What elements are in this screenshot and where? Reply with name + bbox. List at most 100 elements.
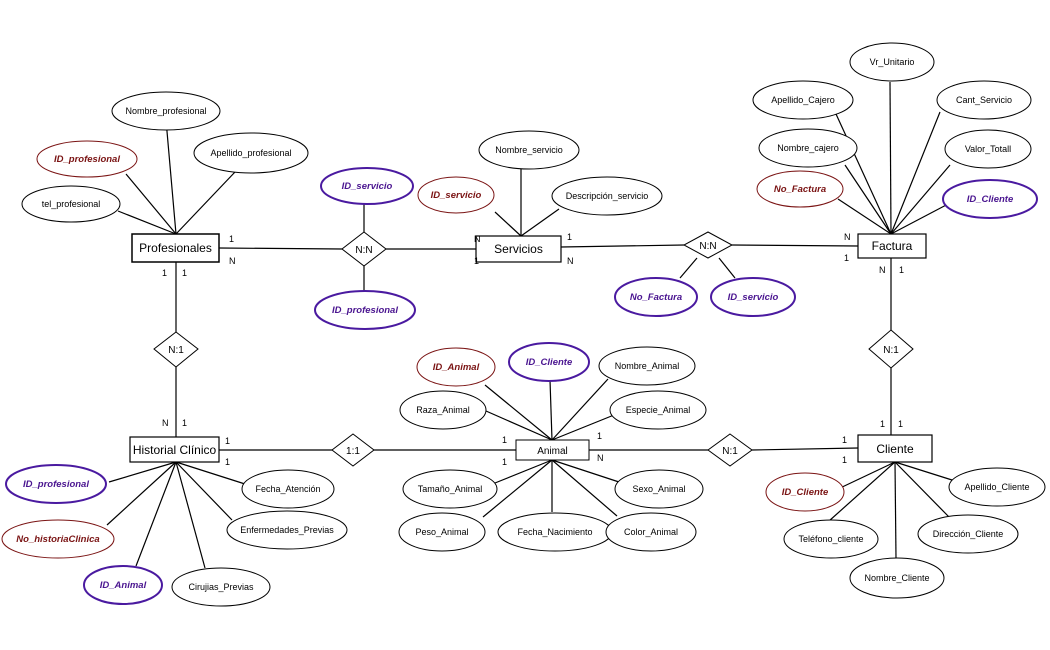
relationship-label: N:1: [168, 345, 184, 356]
attribute-label: Dirección_Cliente: [933, 529, 1004, 539]
attribute-animal-id-pk: ID_Animal: [416, 347, 496, 387]
attribute-tel-profesional: tel_profesional: [21, 185, 121, 223]
attribute-label: ID_servicio: [342, 181, 393, 192]
attribute-label: ID_profesional: [54, 154, 120, 165]
attribute-label: No_Factura: [774, 184, 826, 195]
cardinality-label: N: [844, 232, 851, 242]
attribute-factura-id-cliente: ID_Cliente: [942, 179, 1038, 219]
attribute-fecha-nacimiento: Fecha_Nacimiento: [497, 512, 613, 552]
attribute-tamano-animal: Tamaño_Animal: [402, 469, 498, 509]
entity-label: Profesionales: [139, 241, 212, 255]
attribute-label: Apellido_profesional: [210, 148, 291, 158]
attribute-nombre-cajero: Nombre_cajero: [758, 128, 858, 168]
attribute-label: ID_servicio: [728, 292, 779, 303]
attribute-label: ID_Cliente: [782, 487, 829, 498]
cardinality-label: N: [474, 234, 481, 244]
relationship-factura-cliente: N:1: [868, 329, 914, 369]
cardinality-label: N: [879, 265, 886, 275]
entity-label: Historial Clínico: [133, 443, 217, 457]
attribute-no-factura-pk: No_Factura: [756, 170, 844, 208]
attribute-no-historia-clinica: No_historiaClinica: [1, 519, 115, 559]
attribute-label: Valor_Totall: [965, 144, 1011, 154]
cardinality-label: 1: [844, 253, 849, 263]
entity-cliente: Cliente: [857, 434, 933, 463]
attribute-peso-animal: Peso_Animal: [398, 512, 486, 552]
attribute-sexo-animal: Sexo_Animal: [614, 469, 704, 509]
entity-servicios: Servicios: [475, 235, 562, 263]
attribute-label: Raza_Animal: [416, 405, 470, 415]
entity-animal: Animal: [515, 439, 590, 461]
attribute-label: Descripción_servicio: [566, 191, 649, 201]
attribute-direccion-cliente: Dirección_Cliente: [917, 514, 1019, 554]
attribute-label: Apellido_Cajero: [771, 95, 835, 105]
attribute-label: No_historiaClinica: [16, 534, 99, 545]
attribute-animal-id-cliente: ID_Cliente: [508, 342, 590, 382]
cardinality-label: 1: [225, 436, 230, 446]
cardinality-label: 1: [842, 435, 847, 445]
cardinality-label: 1: [182, 418, 187, 428]
attribute-rel2-id-servicio: ID_servicio: [710, 277, 796, 317]
attribute-label: Teléfono_cliente: [798, 534, 863, 544]
cardinality-label: 1: [229, 234, 234, 244]
attribute-label: ID_profesional: [23, 479, 89, 490]
attribute-hist-id-profesional: ID_profesional: [5, 464, 107, 504]
entity-label: Animal: [537, 446, 568, 457]
attribute-label: ID_Cliente: [526, 357, 573, 368]
cardinality-label: N: [597, 453, 604, 463]
attribute-label: Especie_Animal: [626, 405, 691, 415]
relationship-profesionales-historial: N:1: [153, 331, 199, 368]
attribute-label: Fecha_Nacimiento: [517, 527, 592, 537]
relationship-label: N:1: [722, 446, 738, 457]
attribute-label: Nombre_servicio: [495, 145, 563, 155]
attribute-rel2-no-factura: No_Factura: [614, 277, 698, 317]
entity-factura: Factura: [857, 233, 927, 259]
cardinality-label: N: [567, 256, 574, 266]
relationship-historial-animal: 1:1: [331, 433, 375, 467]
attribute-id-cliente-pk: ID_Cliente: [765, 472, 845, 512]
cardinality-labels: 1 N N 1 1 N N 1 1 1 N 1 N 1 1 1 1 1 1 1 …: [162, 232, 904, 467]
attribute-cirujias-previas: Cirujias_Previas: [171, 567, 271, 607]
cardinality-label: 1: [162, 268, 167, 278]
attribute-label: Cirujias_Previas: [188, 582, 254, 592]
relationship-servicios-factura: N:N: [682, 231, 734, 259]
attribute-label: ID_Animal: [433, 362, 480, 373]
cardinality-label: N: [162, 418, 169, 428]
attribute-nombre-cliente: Nombre_Cliente: [849, 557, 945, 599]
attribute-apellido-cajero: Apellido_Cajero: [752, 80, 854, 120]
attribute-label: Sexo_Animal: [632, 484, 685, 494]
attribute-telefono-cliente: Teléfono_cliente: [783, 519, 879, 559]
cardinality-label: 1: [502, 457, 507, 467]
cardinality-label: 1: [567, 232, 572, 242]
attribute-label: No_Factura: [630, 292, 682, 303]
attribute-label: ID_Cliente: [967, 194, 1014, 205]
attribute-label: ID_profesional: [332, 305, 398, 316]
attribute-apellido-cliente: Apellido_Cliente: [948, 467, 1046, 507]
attribute-label: Nombre_cajero: [777, 143, 839, 153]
attribute-vr-unitario: Vr_Unitario: [849, 42, 935, 82]
connector-lines: [106, 81, 953, 569]
attribute-rel1-id-servicio: ID_servicio: [320, 167, 414, 205]
attribute-label: Color_Animal: [624, 527, 678, 537]
attribute-label: Vr_Unitario: [870, 57, 915, 67]
entity-label: Factura: [872, 239, 913, 253]
attribute-label: Nombre_profesional: [125, 106, 206, 116]
attribute-fecha-atencion: Fecha_Atención: [241, 469, 335, 509]
relationship-label: N:N: [699, 241, 716, 252]
relationship-label: 1:1: [346, 446, 360, 457]
relationship-animal-cliente: N:1: [707, 433, 753, 467]
attribute-cant-servicio: Cant_Servicio: [936, 80, 1032, 120]
entity-profesionales: Profesionales: [131, 233, 220, 263]
attribute-valor-total: Valor_Totall: [944, 129, 1032, 169]
attribute-label: Enfermedades_Previas: [240, 525, 334, 535]
attribute-apellido-profesional: Apellido_profesional: [193, 132, 309, 174]
attribute-label: Tamaño_Animal: [418, 484, 483, 494]
attribute-label: Peso_Animal: [415, 527, 468, 537]
cardinality-label: N: [229, 256, 236, 266]
attribute-especie-animal: Especie_Animal: [609, 390, 707, 430]
cardinality-label: 1: [899, 265, 904, 275]
cardinality-label: 1: [880, 419, 885, 429]
attribute-label: Nombre_Animal: [615, 361, 680, 371]
attribute-rel1-id-profesional: ID_profesional: [314, 290, 416, 330]
attribute-label: Nombre_Cliente: [864, 573, 929, 583]
attribute-id-profesional-pk: ID_profesional: [36, 140, 138, 178]
